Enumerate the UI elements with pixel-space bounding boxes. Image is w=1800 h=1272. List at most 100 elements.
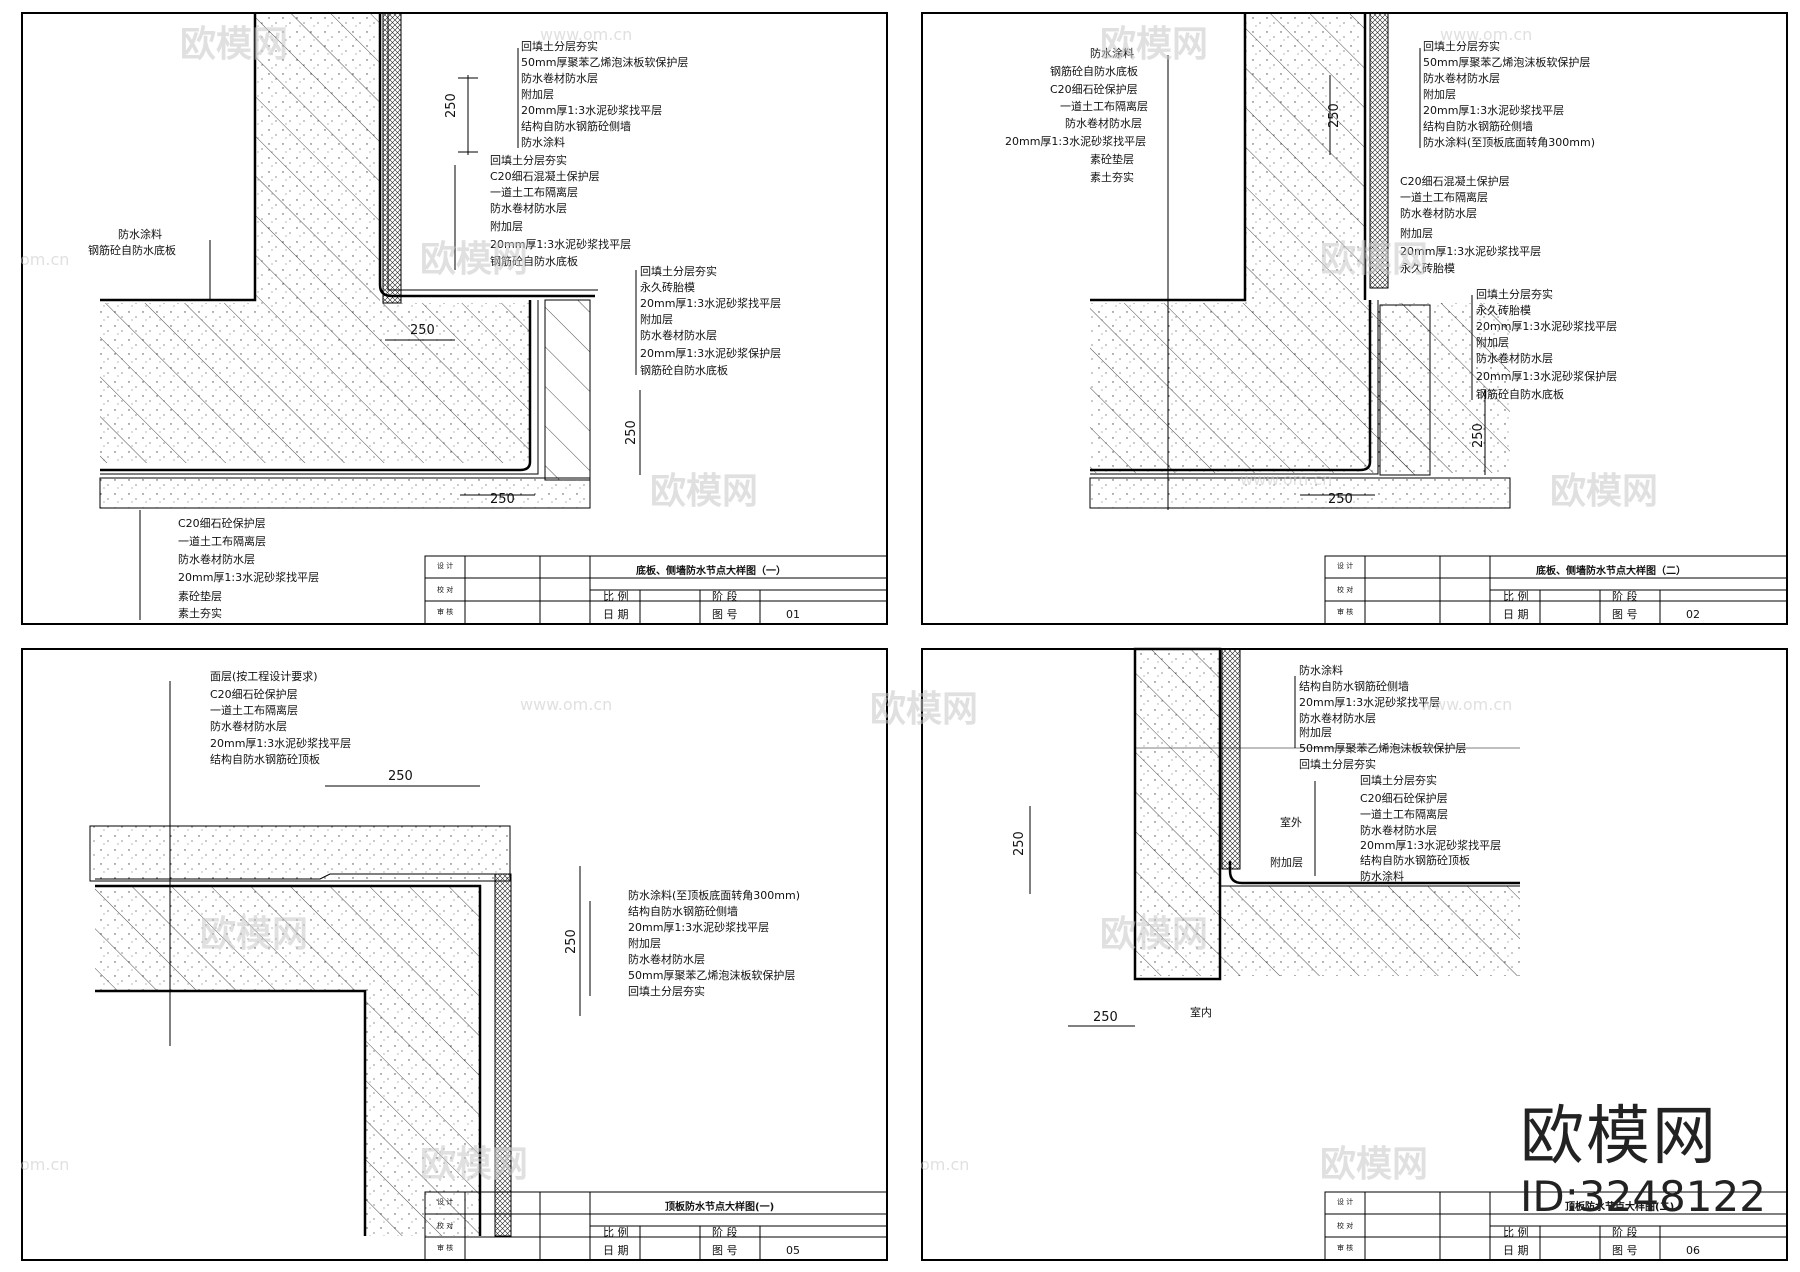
tb-drawing-no: 图 号	[712, 1244, 738, 1257]
label: 20mm厚1:3水泥砂浆找平层	[490, 237, 631, 251]
label: 防水卷材防水层	[521, 71, 598, 85]
label: 回填土分层夯实	[1423, 39, 1500, 53]
watermark-brand: 欧模网	[420, 239, 529, 280]
tb-date: 日 期	[603, 1244, 629, 1257]
label: 20mm厚1:3水泥砂浆找平层	[1360, 838, 1501, 852]
tb-label: 审 核	[437, 1243, 453, 1252]
tb-drawing-no: 图 号	[1612, 608, 1638, 621]
tb-stage: 阶 段	[712, 589, 738, 603]
sheet-title: 底板、侧墙防水节点大样图（一）	[636, 564, 786, 577]
dim-250-b: 250	[1093, 1010, 1118, 1025]
tb-label: 校 对	[1337, 1221, 1353, 1230]
watermark-brand: 欧模网	[1320, 239, 1429, 280]
label: 一道土工布隔离层	[1060, 99, 1148, 113]
label: 防水卷材防水层	[210, 719, 287, 733]
detail-drawing-05: 250 250 面层(按工程设计要求) C20细石砼保护层 一道土工布隔离层 防…	[21, 648, 888, 1261]
label: 防水卷材防水层	[1476, 351, 1553, 365]
label: C20细石砼保护层	[1360, 791, 1448, 805]
tb-stage: 阶 段	[712, 1225, 738, 1239]
label: 结构自防水钢筋砼侧墙	[628, 904, 738, 918]
detail-drawing-01: 250 250 250 250 回填土分层夯实 50mm厚聚苯乙烯泡沫板软保护层…	[21, 12, 888, 625]
label: 附加层	[490, 219, 523, 233]
drawing-sheet-06: 250 250 防水涂料 结构自防水钢筋砼侧墙 20mm厚1:3水泥砂浆找平层 …	[900, 636, 1800, 1272]
label: 一道土工布隔离层	[1360, 807, 1448, 821]
watermark-url: www.om.cn	[1240, 470, 1333, 489]
tb-stage: 阶 段	[1612, 589, 1638, 603]
label: 结构自防水钢筋砼侧墙	[521, 119, 631, 133]
watermark-brand: 欧模网	[1550, 471, 1659, 512]
drawing-sheet-01: 250 250 250 250 回填土分层夯实 50mm厚聚苯乙烯泡沫板软保护层…	[0, 0, 900, 636]
tb-stage: 阶 段	[1612, 1225, 1638, 1239]
watermark-brand: 欧模网	[420, 1144, 529, 1185]
label: 50mm厚聚苯乙烯泡沫板软保护层	[628, 968, 795, 982]
label: 结构自防水钢筋砼侧墙	[1423, 119, 1533, 133]
label: 防水涂料	[1360, 869, 1404, 883]
sheet-title: 顶板防水节点大样图(一)	[665, 1200, 774, 1213]
label: 钢筋砼自防水底板	[1050, 64, 1138, 78]
label: 钢筋砼自防水底板	[490, 254, 578, 268]
label-additional-layer: 附加层	[1270, 855, 1303, 869]
drawing-sheet-02: 250 250 250 回填土分层夯实 50mm厚聚苯乙烯泡沫板软保护层 防水卷…	[900, 0, 1800, 636]
tb-label: 审 核	[1337, 607, 1353, 616]
label: 附加层	[1476, 335, 1509, 349]
dim-250-a: 250	[1012, 831, 1027, 856]
watermark-url: www.om.cn	[520, 695, 613, 714]
detail-drawing-02: 250 250 250 回填土分层夯实 50mm厚聚苯乙烯泡沫板软保护层 防水卷…	[921, 12, 1788, 625]
sheet-title: 顶板防水节点大样图(二)	[1565, 1200, 1674, 1213]
tb-label: 设 计	[1337, 1197, 1353, 1206]
label: 防水涂料	[1090, 46, 1134, 60]
label: 50mm厚聚苯乙烯泡沫板软保护层	[1423, 55, 1590, 69]
label: 20mm厚1:3水泥砂浆找平层	[628, 920, 769, 934]
tb-scale: 比 例	[1503, 1225, 1529, 1239]
tb-label: 设 计	[437, 561, 453, 570]
watermark-brand: 欧模网	[200, 914, 309, 955]
label: 钢筋砼自防水底板	[640, 363, 728, 377]
label: 钢筋砼自防水底板	[88, 243, 176, 257]
label: 附加层	[1299, 725, 1332, 739]
dim-250-b: 250	[410, 323, 435, 338]
watermark-brand: 欧模网	[180, 24, 289, 65]
label: 附加层	[1423, 87, 1456, 101]
tb-scale: 比 例	[1503, 589, 1529, 603]
label: 防水卷材防水层	[640, 328, 717, 342]
label: 永久砖胎模	[1476, 303, 1531, 317]
label: 防水卷材防水层	[1423, 71, 1500, 85]
label: C20细石混凝土保护层	[1400, 174, 1510, 188]
watermark-url: om.cn	[20, 1155, 70, 1174]
label: 素土夯实	[178, 606, 222, 620]
watermark-url: www.om.cn	[540, 25, 633, 44]
label: 回填土分层夯实	[628, 984, 705, 998]
label: 50mm厚聚苯乙烯泡沫板软保护层	[521, 55, 688, 69]
dim-250-a: 250	[444, 93, 459, 118]
brand-stamp-name: 欧模网	[1520, 1100, 1718, 1174]
watermark-brand: 欧模网	[1100, 24, 1209, 65]
tb-date: 日 期	[1503, 1244, 1529, 1257]
tb-scale: 比 例	[603, 1225, 629, 1239]
label: 防水涂料	[1299, 663, 1343, 677]
label: 素砼垫层	[1090, 152, 1134, 166]
label: 回填土分层夯实	[1476, 287, 1553, 301]
label: 一道土工布隔离层	[1400, 190, 1488, 204]
label: 附加层	[521, 87, 554, 101]
tb-drawing-no: 图 号	[712, 608, 738, 621]
label: 20mm厚1:3水泥砂浆找平层	[178, 570, 319, 584]
tb-date: 日 期	[603, 608, 629, 621]
tb-drawing-no: 图 号	[1612, 1244, 1638, 1257]
label: 20mm厚1:3水泥砂浆找平层	[1400, 244, 1541, 258]
watermark-brand: 欧模网	[1100, 914, 1209, 955]
label: 一道土工布隔离层	[210, 703, 298, 717]
tb-label: 审 核	[1337, 1243, 1353, 1252]
watermark-brand: 欧模网	[870, 689, 979, 730]
label: 一道土工布隔离层	[178, 534, 266, 548]
label: 结构自防水钢筋砼顶板	[1360, 853, 1470, 867]
sheet-number: 05	[786, 1244, 800, 1257]
watermark-url: om.cn	[20, 250, 70, 269]
sheet-title: 底板、侧墙防水节点大样图（二）	[1536, 564, 1686, 577]
tb-label: 校 对	[437, 1221, 453, 1230]
tb-label: 校 对	[1337, 585, 1353, 594]
brand-stamp-id: ID:3248122	[1520, 1172, 1766, 1221]
label: C20细石砼保护层	[210, 687, 298, 701]
watermark-brand: 欧模网	[650, 471, 759, 512]
label: 一道土工布隔离层	[490, 185, 578, 199]
dim-250-d: 250	[490, 492, 515, 507]
